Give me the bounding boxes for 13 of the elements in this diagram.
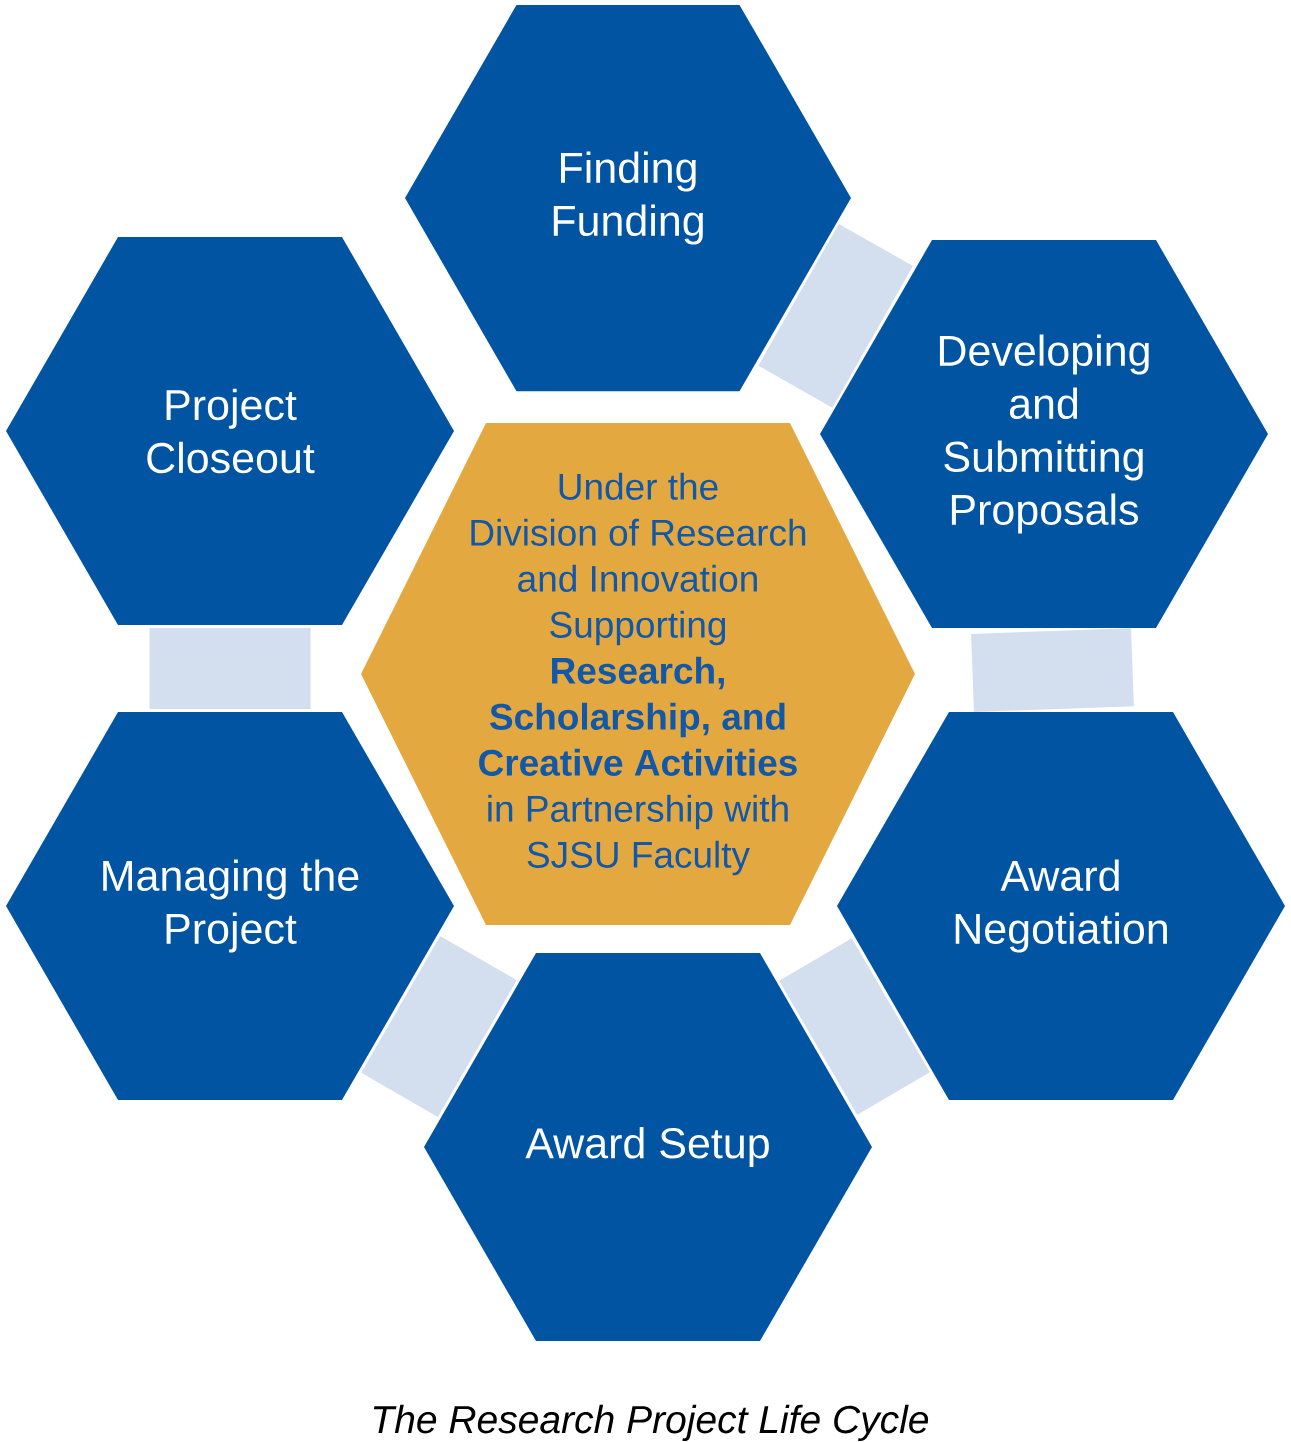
hexagon: Award Negotiation	[837, 712, 1285, 1100]
hexagon: Project Closeout	[6, 237, 454, 625]
connector	[758, 223, 913, 408]
hexagon: Under the Division of Research and Innovation Supporting Research, Scholarship, and Creative Activities in Partnership with SJSU Faculty	[361, 423, 915, 925]
caption: The Research Project Life Cycle	[373, 1404, 929, 1442]
hexagon: Managing the Project	[6, 712, 454, 1100]
hexagon: Award Setup	[424, 953, 872, 1341]
hexagon: Finding Funding	[405, 4, 851, 392]
connector	[971, 627, 1134, 712]
connector	[361, 936, 517, 1118]
connector	[149, 627, 311, 710]
hexagon: Developing and Submitting Proposals	[820, 240, 1268, 628]
connector	[779, 938, 930, 1115]
